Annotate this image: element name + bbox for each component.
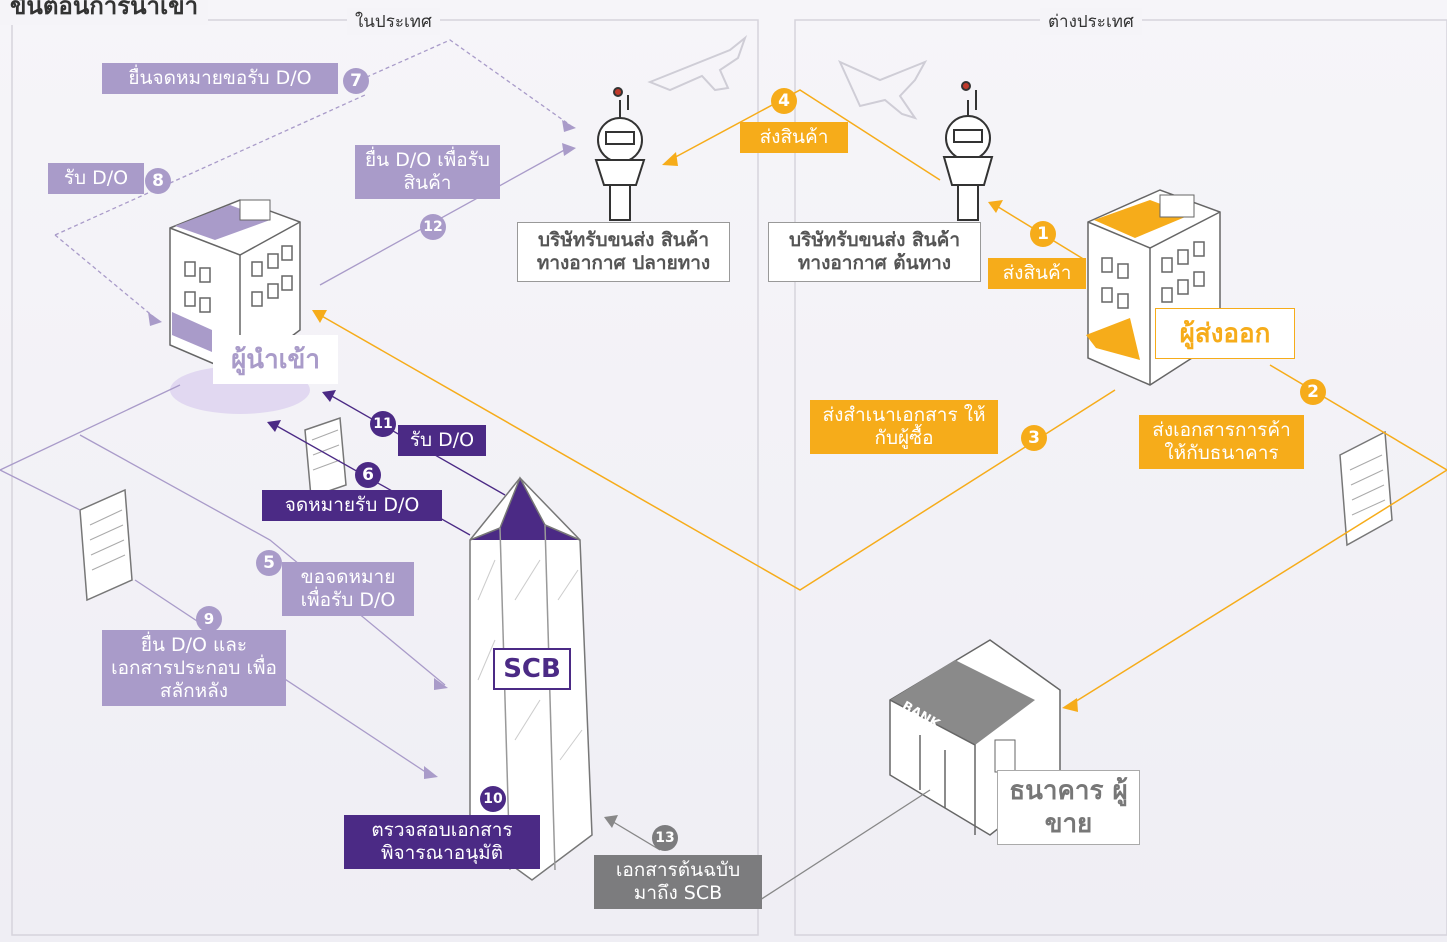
step-13-number: 13 bbox=[652, 825, 678, 851]
step-1-label: ส่งสินค้า bbox=[988, 258, 1086, 289]
step-6-number: 6 bbox=[355, 462, 381, 488]
exporter-label: ผู้ส่งออก bbox=[1155, 308, 1295, 359]
step-11-label: รับ D/O bbox=[398, 425, 486, 456]
region-label-domestic: ในประเทศ bbox=[347, 8, 440, 35]
document-icon bbox=[79, 416, 1393, 602]
step-5-label: ขอจดหมาย เพื่อรับ D/O bbox=[282, 562, 414, 616]
airplane-icon-left bbox=[647, 35, 748, 92]
step-8-number: 8 bbox=[145, 168, 171, 194]
seller-bank-label: ธนาคาร ผู้ขาย bbox=[997, 770, 1140, 845]
control-tower-origin-icon bbox=[942, 81, 994, 221]
airline-origin-box: บริษัทรับขนส่ง สินค้าทางอากาศ ต้นทาง bbox=[768, 222, 981, 282]
page-title: ขั้นตอนการนำเข้า bbox=[0, 0, 209, 25]
step-9-label: ยื่น D/O และ เอกสารประกอบ เพื่อสลักหลัง bbox=[102, 630, 286, 707]
step-5-number: 5 bbox=[256, 550, 282, 576]
control-tower-dest-icon bbox=[594, 87, 646, 221]
step-13-label: เอกสารต้นฉบับ มาถึง SCB bbox=[594, 855, 762, 909]
region-label-foreign: ต่างประเทศ bbox=[1040, 8, 1142, 35]
step-10-label: ตรวจสอบเอกสาร พิจารณาอนุมัติ bbox=[344, 815, 540, 869]
airplane-icon-right bbox=[837, 60, 928, 120]
step-10-number: 10 bbox=[480, 786, 506, 812]
step-7-label: ยื่นจดหมายขอรับ D/O bbox=[102, 63, 338, 94]
step-3-label: ส่งสำเนาเอกสาร ให้กับผู้ซื้อ bbox=[810, 400, 998, 454]
step-4-number: 4 bbox=[771, 88, 797, 114]
step-9-number: 9 bbox=[196, 606, 222, 632]
importer-flow-lines bbox=[0, 39, 571, 776]
step-3-number: 3 bbox=[1021, 425, 1047, 451]
step-2-number: 2 bbox=[1300, 379, 1326, 405]
airline-dest-box: บริษัทรับขนส่ง สินค้าทางอากาศ ปลายทาง bbox=[517, 222, 730, 282]
step-4-label: ส่งสินค้า bbox=[740, 122, 848, 153]
step-7-number: 7 bbox=[343, 68, 369, 94]
step-12-number: 12 bbox=[420, 214, 446, 240]
importer-label: ผู้นำเข้า bbox=[213, 335, 338, 384]
step-12-label: ยื่น D/O เพื่อรับสินค้า bbox=[355, 145, 500, 199]
step-1-number: 1 bbox=[1030, 221, 1056, 247]
step-2-label: ส่งเอกสารการค้า ให้กับธนาคาร bbox=[1139, 415, 1304, 469]
step-11-number: 11 bbox=[370, 411, 396, 437]
scb-label: SCB bbox=[493, 648, 571, 690]
step-8-label: รับ D/O bbox=[48, 163, 144, 194]
step-6-label: จดหมายรับ D/O bbox=[262, 490, 442, 521]
